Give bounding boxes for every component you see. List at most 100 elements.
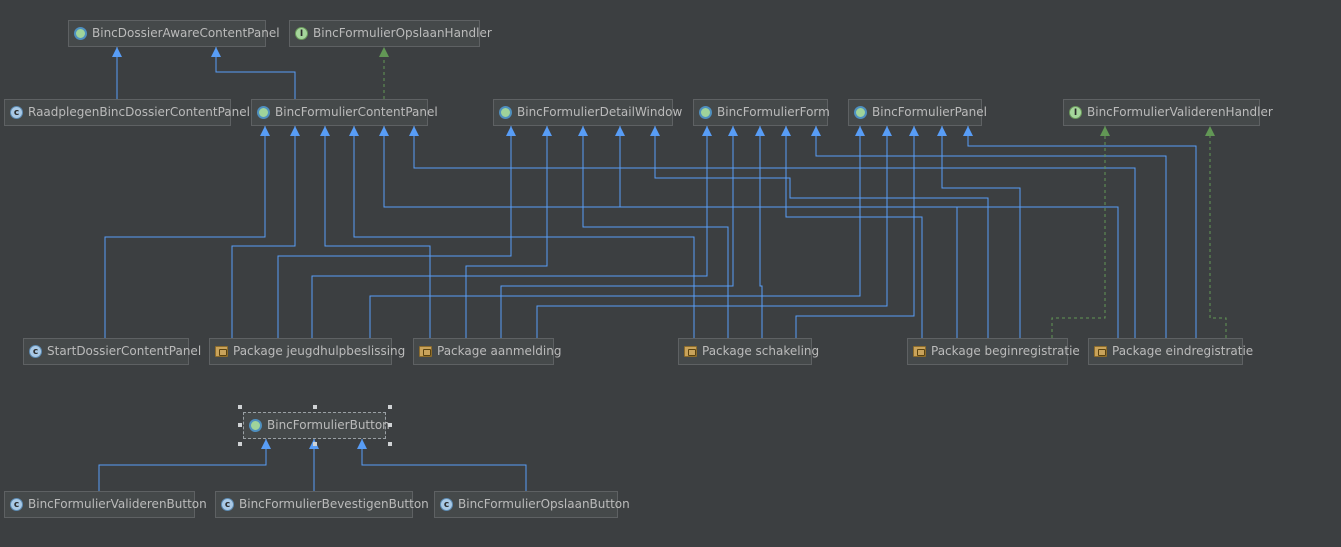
edge-jeugdhulp-to-form[interactable]	[311, 126, 708, 338]
node-label: BincFormulierValiderenButton	[28, 497, 207, 511]
edge-beginreg-to-content-panel-arrowhead	[379, 126, 389, 136]
edge-schakeling-to-content-panel-arrowhead	[349, 126, 359, 136]
node-label: BincFormulierValiderenHandler	[1087, 105, 1273, 119]
package-node-aanmelding[interactable]: Package aanmelding	[413, 338, 561, 365]
edge-aanmelding-to-content-panel-arrowhead	[320, 126, 330, 136]
node-label: BincFormulierForm	[717, 105, 830, 119]
edge-eindreg-to-panel[interactable]	[815, 126, 1167, 338]
class-node-binc-formulier-valideren-button[interactable]: c BincFormulierValiderenButton	[4, 491, 207, 518]
edge-beginreg-to-valideren-handler-arrowhead	[1100, 126, 1110, 136]
node-label: Package schakeling	[702, 344, 820, 358]
edge-jeugdhulp-to-content-panel[interactable]	[231, 126, 296, 338]
edge-beginreg-to-valideren-handler[interactable]	[1051, 126, 1106, 338]
edge-opslaan-button-to-button-arrowhead	[357, 439, 367, 449]
edge-eindreg-to-detail-window[interactable]	[619, 126, 1119, 338]
edge-schakeling-to-detail-window[interactable]	[582, 126, 729, 338]
edge-eindreg-to-content-panel[interactable]	[413, 126, 1136, 338]
edge-aanmelding-to-form[interactable]	[500, 126, 734, 338]
edge-beginreg-to-panel-arrowhead	[937, 126, 947, 136]
class-node-binc-formulier-detail-window[interactable]: BincFormulierDetailWindow	[493, 99, 682, 126]
node-label: Package aanmelding	[437, 344, 562, 358]
edge-schakeling-to-detail-window-arrowhead	[578, 126, 588, 136]
package-icon	[913, 346, 926, 357]
edge-aanmelding-to-panel-arrowhead	[882, 126, 892, 136]
interface-node-binc-formulier-opslaan-handler[interactable]: I BincFormulierOpslaanHandler	[289, 20, 492, 47]
edge-schakeling-to-panel[interactable]	[795, 126, 915, 338]
edge-schakeling-to-panel-arrowhead	[909, 126, 919, 136]
edge-aanmelding-to-detail-window[interactable]	[465, 126, 548, 338]
class-icon: c	[221, 498, 234, 511]
interface-icon: I	[1069, 106, 1082, 119]
selection-handle[interactable]	[238, 405, 242, 409]
class-icon: c	[440, 498, 453, 511]
package-node-beginregistratie[interactable]: Package beginregistratie	[907, 338, 1080, 365]
edge-beginreg-to-detail-window-arrowhead	[650, 126, 660, 136]
class-node-binc-formulier-form[interactable]: BincFormulierForm	[693, 99, 830, 126]
class-node-binc-formulier-button[interactable]: BincFormulierButton	[243, 412, 390, 439]
edge-valideren-button-to-button[interactable]	[98, 439, 267, 491]
edge-beginreg-to-detail-window[interactable]	[654, 126, 989, 338]
edge-aanmelding-to-panel[interactable]	[536, 126, 888, 338]
edge-beginreg-to-panel[interactable]	[941, 126, 1021, 338]
edge-jeugdhulp-to-panel[interactable]	[369, 126, 861, 338]
node-label: Package eindregistratie	[1112, 344, 1254, 358]
class-node-raadplegen-binc-dossier-content-panel[interactable]: c RaadplegenBincDossierContentPanel	[4, 99, 250, 126]
abstract-class-icon	[699, 106, 712, 119]
edge-start-dossier-to-content-panel[interactable]	[104, 126, 266, 338]
node-label: RaadplegenBincDossierContentPanel	[28, 105, 250, 119]
edge-beginreg-to-form[interactable]	[785, 126, 923, 338]
edge-eindreg-to-detail-window-arrowhead	[615, 126, 625, 136]
interface-node-binc-formulier-valideren-handler[interactable]: I BincFormulierValiderenHandler	[1063, 99, 1273, 126]
class-node-binc-formulier-bevestigen-button[interactable]: c BincFormulierBevestigenButton	[215, 491, 429, 518]
node-label: StartDossierContentPanel	[47, 344, 202, 358]
class-node-binc-formulier-opslaan-button[interactable]: c BincFormulierOpslaanButton	[434, 491, 630, 518]
package-icon	[215, 346, 228, 357]
edge-aanmelding-to-form-arrowhead	[728, 126, 738, 136]
edge-eindreg-to-panel-2-arrowhead	[963, 126, 973, 136]
class-node-binc-dossier-aware-content-panel[interactable]: BincDossierAwareContentPanel	[68, 20, 280, 47]
abstract-class-icon	[854, 106, 867, 119]
selection-handle[interactable]	[238, 423, 242, 427]
package-node-schakeling[interactable]: Package schakeling	[678, 338, 819, 365]
edge-beginreg-to-form-arrowhead	[781, 126, 791, 136]
edge-content-panel-to-dossier-aware[interactable]	[215, 47, 296, 99]
class-node-binc-formulier-content-panel[interactable]: BincFormulierContentPanel	[251, 99, 438, 126]
selection-handle[interactable]	[238, 442, 242, 446]
node-label: BincFormulierBevestigenButton	[239, 497, 429, 511]
package-icon	[1094, 346, 1107, 357]
abstract-class-icon	[257, 106, 270, 119]
package-node-eindregistratie[interactable]: Package eindregistratie	[1088, 338, 1253, 365]
edge-aanmelding-to-content-panel[interactable]	[324, 126, 431, 338]
abstract-class-icon	[249, 419, 262, 432]
package-node-jeugdhulpbeslissing[interactable]: Package jeugdhulpbeslissing	[209, 338, 405, 365]
edge-jeugdhulp-to-detail-window[interactable]	[277, 126, 512, 338]
selection-handle[interactable]	[388, 442, 392, 446]
edge-eindreg-to-valideren-handler[interactable]	[1209, 126, 1227, 338]
selection-handle[interactable]	[388, 405, 392, 409]
package-icon	[684, 346, 697, 357]
edge-jeugdhulp-to-panel-arrowhead	[855, 126, 865, 136]
node-label: BincFormulierOpslaanButton	[458, 497, 630, 511]
selection-handle[interactable]	[313, 405, 317, 409]
edge-eindreg-to-panel-arrowhead	[811, 126, 821, 136]
edge-opslaan-button-to-button[interactable]	[361, 439, 527, 491]
node-label: Package beginregistratie	[931, 344, 1080, 358]
edge-content-panel-to-dossier-aware-arrowhead	[211, 47, 221, 57]
edge-jeugdhulp-to-content-panel-arrowhead	[290, 126, 300, 136]
edge-schakeling-to-content-panel[interactable]	[353, 126, 695, 338]
package-icon	[419, 346, 432, 357]
selection-handle[interactable]	[313, 442, 317, 446]
node-label: BincFormulierPanel	[872, 105, 987, 119]
edge-eindreg-to-content-panel-arrowhead	[409, 126, 419, 136]
edge-eindreg-to-panel-2[interactable]	[967, 126, 1197, 338]
class-node-start-dossier-content-panel[interactable]: c StartDossierContentPanel	[23, 338, 201, 365]
edge-raadplegen-to-dossier-aware-arrowhead	[112, 47, 122, 57]
node-label: BincFormulierDetailWindow	[517, 105, 683, 119]
abstract-class-icon	[74, 27, 87, 40]
abstract-class-icon	[499, 106, 512, 119]
edge-schakeling-to-form[interactable]	[759, 126, 763, 338]
class-node-binc-formulier-panel[interactable]: BincFormulierPanel	[848, 99, 987, 126]
selection-handle[interactable]	[388, 423, 392, 427]
edge-schakeling-to-form-arrowhead	[755, 126, 765, 136]
edge-aanmelding-to-detail-window-arrowhead	[542, 126, 552, 136]
